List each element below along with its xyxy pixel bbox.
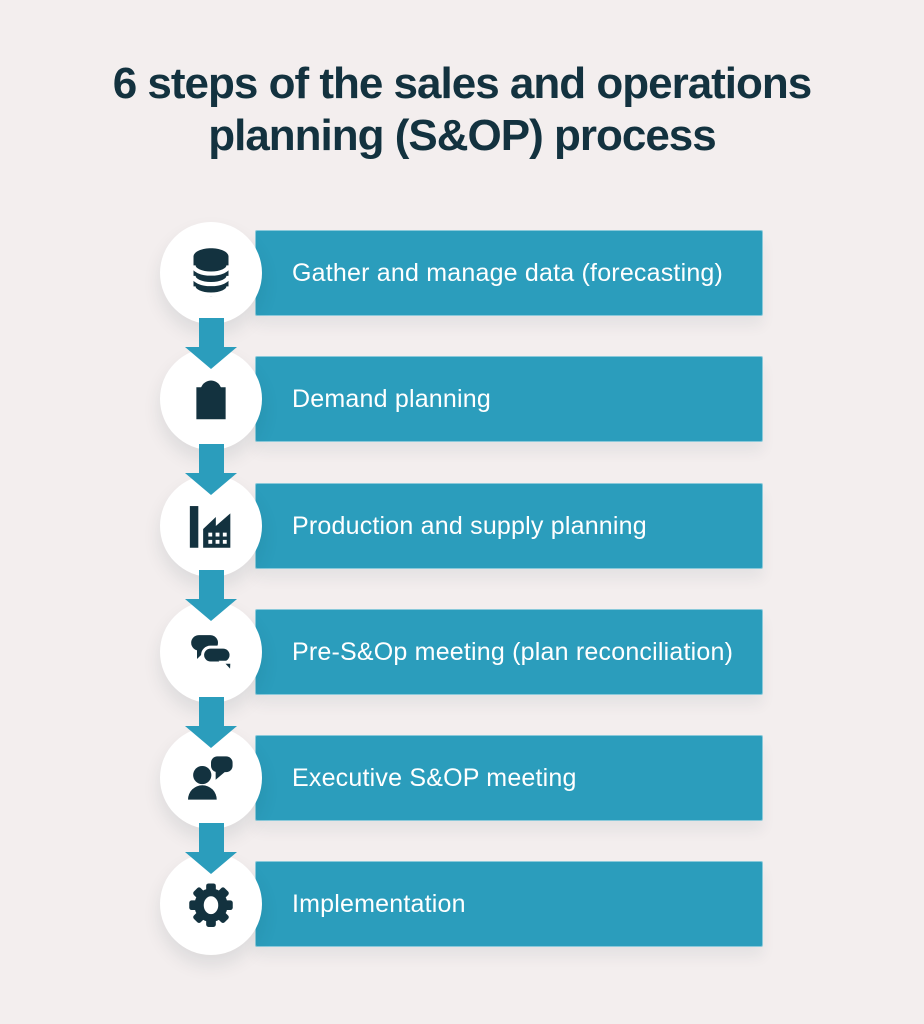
arrow-head — [185, 473, 237, 495]
database-icon — [191, 248, 231, 297]
arrow-stem — [198, 444, 224, 473]
step-icon-circle-3 — [160, 475, 262, 577]
step-row-3: Production and supply planning — [0, 475, 924, 577]
step-label-4: Pre-S&Op meeting (plan reconciliation) — [292, 637, 734, 666]
arrow-head — [185, 726, 237, 748]
page-title-line1: 6 steps of the sales and operations — [112, 59, 813, 108]
step-label-6: Implementation — [292, 889, 466, 918]
person-speech-icon — [188, 756, 233, 800]
step-row-1: Gather and manage data (forecasting) — [0, 222, 924, 324]
step-icon-circle-1 — [160, 222, 262, 324]
flow-arrow-5 — [185, 823, 237, 874]
flow-arrow-4 — [185, 697, 237, 748]
flow-arrow-1 — [185, 318, 237, 369]
step-bar-3: Production and supply planning — [255, 483, 763, 569]
step-bar-6: Implementation — [255, 861, 763, 947]
page-title: 6 steps of the sales and operations plan… — [0, 58, 924, 162]
step-bar-4: Pre-S&Op meeting (plan reconciliation) — [255, 609, 763, 695]
arrow-stem — [198, 318, 224, 347]
flow-arrow-3 — [185, 570, 237, 621]
step-row-6: Implementation — [0, 853, 924, 955]
step-bar-2: Demand planning — [255, 356, 763, 442]
page-title-line2: planning (S&OP) process — [208, 110, 717, 160]
factory-icon — [189, 506, 231, 548]
arrow-stem — [198, 823, 224, 852]
gear-icon — [189, 883, 233, 927]
step-row-4: Pre-S&Op meeting (plan reconciliation) — [0, 601, 924, 703]
arrow-stem — [198, 570, 224, 599]
arrow-head — [185, 852, 237, 874]
chat-bubbles-icon — [191, 635, 234, 676]
step-label-1: Gather and manage data (forecasting) — [292, 258, 724, 287]
arrow-stem — [198, 697, 224, 726]
step-bar-1: Gather and manage data (forecasting) — [255, 230, 763, 316]
step-label-2: Demand planning — [292, 384, 491, 413]
step-label-5: Executive S&OP meeting — [292, 763, 577, 792]
arrow-head — [185, 599, 237, 621]
step-bar-5: Executive S&OP meeting — [255, 735, 763, 821]
flow-arrow-2 — [185, 444, 237, 495]
step-label-3: Production and supply planning — [292, 511, 647, 540]
arrow-head — [185, 347, 237, 369]
step-row-2: Demand planning — [0, 348, 924, 450]
shopping-bag-icon — [196, 380, 226, 420]
step-row-5: Executive S&OP meeting — [0, 727, 924, 829]
step-icon-circle-4 — [160, 601, 262, 703]
